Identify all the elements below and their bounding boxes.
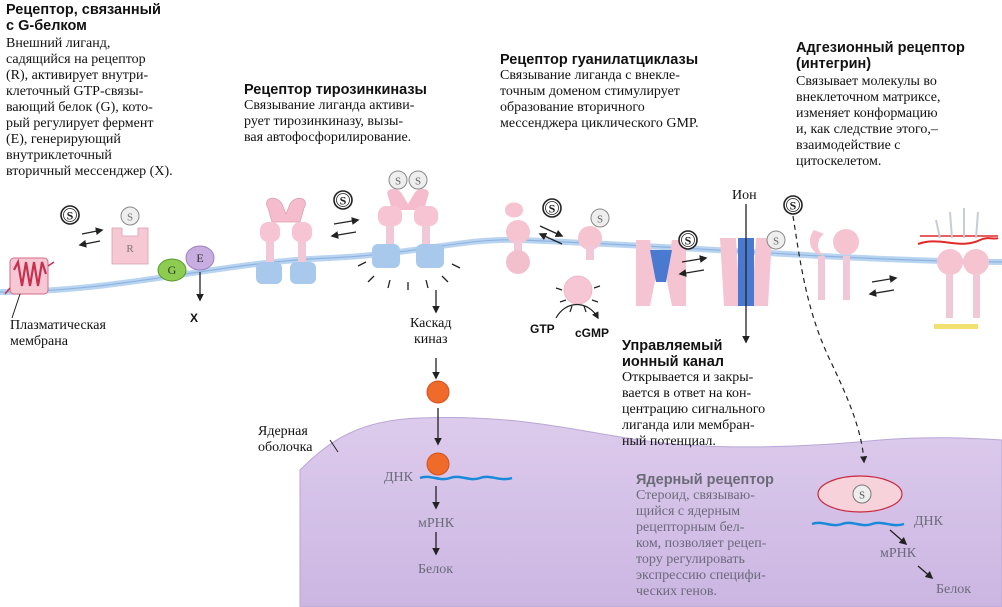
svg-text:S: S <box>127 212 133 224</box>
g-protein-blob <box>157 258 187 282</box>
kinase-ball-1 <box>426 380 450 404</box>
envelope-label-leader <box>329 439 339 453</box>
ion-channel-title: Управляемый ионный канал <box>622 338 724 370</box>
protein-label-right: Белок <box>936 582 972 597</box>
ion-channel-closed <box>636 240 686 306</box>
equilibrium-arrows-4 <box>678 255 708 277</box>
svg-text:S: S <box>773 236 779 248</box>
plasma-membrane-label: Плазматическая мембрана <box>10 318 106 349</box>
equilibrium-arrows-3 <box>538 225 564 245</box>
svg-text:S: S <box>340 194 347 208</box>
ligand-integrin-icon: S <box>783 195 803 215</box>
integrin-bound <box>917 208 999 329</box>
integrin-free <box>809 229 859 300</box>
tyrosine-kinase-receptor-bound: S S <box>357 170 461 290</box>
guanylate-receptor-bound: S <box>555 208 610 320</box>
nucleus <box>299 416 1002 607</box>
svg-text:S: S <box>597 214 603 226</box>
equilibrium-arrows-1 <box>78 227 104 248</box>
second-messenger-x: X <box>190 311 199 325</box>
dna-label-left: ДНК <box>384 470 413 485</box>
integrin-title: Адгезионный рецептор (интегрин) <box>796 40 965 72</box>
svg-text:E: E <box>196 251 203 265</box>
dna-label-right: ДНК <box>914 514 943 529</box>
membrane-label-leader <box>11 293 21 319</box>
integrin-description: Связывает молекулы во внеклеточном матри… <box>796 74 941 169</box>
nuclear-receptor-title: Ядерный рецептор <box>636 472 774 488</box>
steroid-path-dashed <box>792 215 868 464</box>
ligand-ion-icon: S <box>678 230 698 250</box>
tyrosine-kinase-description: Связывание лиганда активи- рует тирозинк… <box>244 98 415 145</box>
nuclear-receptor-description: Стероид, связываю- щийся с ядерным рецеп… <box>636 488 767 599</box>
ligand-free-gpcr-icon: S <box>60 205 80 225</box>
receptor-r: S R <box>111 206 149 265</box>
gpcr-description: Внешний лиганд, садящийся на рецептор (R… <box>6 36 173 179</box>
enzyme-e-blob <box>185 245 215 271</box>
svg-text:S: S <box>859 490 865 502</box>
guanylate-description: Связывание лиганда с внекле- точным доме… <box>500 68 699 131</box>
ligand-nuclear-icon: S <box>852 484 872 504</box>
svg-text:S: S <box>415 176 421 188</box>
kinase-cascade-label: Каскад киназ <box>410 316 452 347</box>
svg-text:S: S <box>549 202 556 216</box>
equilibrium-arrows-5 <box>868 275 898 297</box>
cgmp-label: cGMP <box>575 326 610 340</box>
ion-channel-description: Открывается и закры- вается в ответ на к… <box>622 370 766 449</box>
gpcr-receptor-7tm <box>4 257 55 295</box>
nuclear-envelope-label: Ядерная оболочка <box>258 424 313 455</box>
svg-text:S: S <box>790 199 797 213</box>
tyrosine-kinase-receptor-free <box>256 197 316 284</box>
ion-channel-open: S <box>720 230 786 306</box>
ligand-s-text: S <box>67 209 74 223</box>
ligand-gc-icon: S <box>542 198 562 218</box>
gtp-label: GTP <box>530 322 555 336</box>
guanylate-receptor-free <box>505 202 530 274</box>
dna-wave-left <box>419 475 513 481</box>
svg-text:S: S <box>395 176 401 188</box>
protein-label-left: Белок <box>418 562 454 577</box>
guanylate-title: Рецептор гуанилатциклазы <box>500 52 699 68</box>
mrna-label-left: мРНК <box>418 516 455 531</box>
tyrosine-kinase-title: Рецептор тирозинкиназы <box>244 82 427 98</box>
equilibrium-arrows-2 <box>330 217 360 239</box>
dna-wave-right <box>811 521 905 527</box>
gpcr-title: Рецептор, связанный с G-белком <box>6 2 161 34</box>
r-letter-text: R <box>126 243 134 255</box>
svg-text:G: G <box>168 263 177 277</box>
svg-text:S: S <box>685 234 692 248</box>
ion-label: Ион <box>732 188 757 203</box>
mrna-label-right: мРНК <box>880 546 917 561</box>
ligand-tk-icon: S <box>333 190 353 210</box>
kinase-ball-2 <box>426 452 450 476</box>
